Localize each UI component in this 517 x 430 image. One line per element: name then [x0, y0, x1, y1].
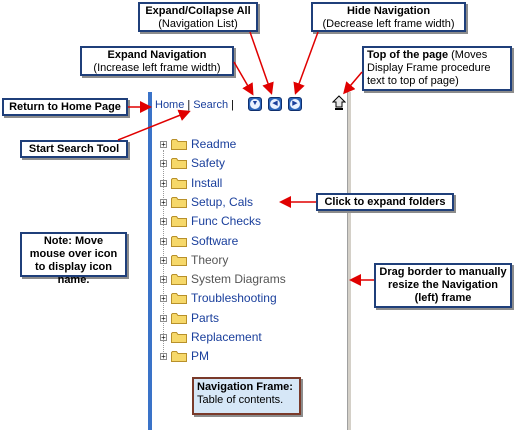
folder-icon — [171, 293, 187, 304]
chevron-left-icon: ◀ — [270, 99, 280, 109]
tree-folder-label[interactable]: Parts — [191, 311, 220, 325]
folder-icon — [171, 332, 187, 343]
callout-title: Top of the page — [367, 49, 449, 61]
callout-title: Start Search Tool — [28, 143, 120, 155]
folder-icon — [171, 255, 187, 266]
folder-icon — [171, 197, 187, 208]
tree-folder-label[interactable]: System Diagrams — [191, 272, 286, 286]
callout-expand-collapse-all: Expand/Collapse All (Navigation List) — [138, 2, 258, 32]
plus-icon[interactable]: + — [160, 158, 167, 168]
tree-folder-label[interactable]: Safety — [191, 156, 226, 170]
callout-return-home: Return to Home Page — [2, 98, 128, 116]
callout-search-tool: Start Search Tool — [20, 140, 128, 158]
search-link[interactable]: Search — [193, 99, 229, 111]
tree-folder-item[interactable]: + Parts — [160, 310, 219, 326]
toolbar-separator: | — [187, 99, 191, 111]
plus-icon[interactable]: + — [160, 332, 167, 342]
folder-icon — [171, 274, 187, 285]
callout-title: Expand Navigation — [107, 49, 207, 61]
tree-folder-label[interactable]: Replacement — [191, 330, 262, 344]
plus-icon[interactable]: + — [160, 293, 167, 303]
tree-folder-label[interactable]: Software — [191, 234, 239, 248]
tree-folder-label[interactable]: Theory — [191, 253, 229, 267]
tree-folder-label[interactable]: Install — [191, 176, 223, 190]
folder-icon — [171, 313, 187, 324]
tree-folder-label[interactable]: Func Checks — [191, 214, 262, 228]
arrow-top-of-page — [343, 71, 363, 95]
plus-icon[interactable]: + — [160, 178, 167, 188]
callout-title: Drag border to manually resize the Navig… — [379, 266, 507, 304]
plus-icon[interactable]: + — [160, 255, 167, 265]
frame-left-border — [148, 92, 152, 430]
callout-title: Return to Home Page — [9, 101, 121, 113]
folder-icon — [171, 139, 187, 150]
plus-icon[interactable]: + — [160, 313, 167, 323]
frame-resize-border[interactable] — [347, 92, 351, 430]
arrow-expand-collapse — [249, 31, 274, 95]
tree-folder-label[interactable]: PM — [191, 349, 209, 363]
callout-note: Note: Move mouse over icon to display ic… — [20, 232, 127, 286]
tree-folder-item[interactable]: + Readme — [160, 136, 236, 152]
callout-title: Expand/Collapse All — [145, 5, 251, 17]
top-of-page-button[interactable] — [332, 95, 346, 111]
tree-folder-label[interactable]: Troubleshooting — [191, 291, 277, 305]
callout-subtitle: (Navigation List) — [158, 18, 238, 30]
home-up-icon — [332, 95, 346, 110]
tree-folder-item[interactable]: + Func Checks — [160, 213, 261, 229]
hide-navigation-button[interactable]: ▶ — [288, 97, 302, 111]
callout-subtitle: (Moves Display Frame procedure text to t… — [367, 49, 491, 87]
tree-folder-item[interactable]: + PM — [160, 348, 209, 364]
folder-icon — [171, 351, 187, 362]
navigation-frame-callout: Navigation Frame: Table of contents. — [192, 377, 301, 415]
folder-icon — [171, 158, 187, 169]
tree-connector-line — [163, 150, 164, 360]
plus-icon[interactable]: + — [160, 197, 167, 207]
callout-hide-navigation: Hide Navigation (Decrease left frame wid… — [311, 2, 466, 32]
tree-folder-item[interactable]: + Install — [160, 175, 222, 191]
tree-folder-item[interactable]: + Replacement — [160, 329, 262, 345]
chevron-down-icon: ▼ — [250, 99, 260, 109]
collapse-navigation-button[interactable]: ◀ — [268, 97, 282, 111]
callout-title: Hide Navigation — [346, 5, 431, 17]
callout-top-of-page: Top of the page (Moves Display Frame pro… — [362, 46, 512, 91]
callout-expand-navigation: Expand Navigation (Increase left frame w… — [80, 46, 234, 76]
tree-folder-label[interactable]: Setup, Cals — [191, 195, 254, 209]
plus-icon[interactable]: + — [160, 274, 167, 284]
plus-icon[interactable]: + — [160, 236, 167, 246]
arrow-search-tool — [117, 109, 191, 141]
callout-title: Navigation Frame: — [197, 381, 293, 393]
callout-drag-border: Drag border to manually resize the Navig… — [374, 263, 512, 308]
tree-folder-item[interactable]: + Setup, Cals — [160, 194, 253, 210]
tree-folder-item[interactable]: + System Diagrams — [160, 271, 286, 287]
arrow-expand-navigation — [233, 61, 254, 96]
plus-icon[interactable]: + — [160, 351, 167, 361]
folder-icon — [171, 216, 187, 227]
expand-navigation-button[interactable]: ▼ — [248, 97, 262, 111]
chevron-right-icon: ▶ — [290, 99, 300, 109]
tree-folder-item[interactable]: + Theory — [160, 252, 228, 268]
callout-expand-folders: Click to expand folders — [316, 193, 454, 211]
nav-toolbar: Home | Search | — [155, 96, 237, 114]
callout-subtitle: (Increase left frame width) — [93, 62, 221, 74]
folder-icon — [171, 178, 187, 189]
toolbar-separator: | — [231, 99, 234, 111]
callout-subtitle: Table of contents. — [197, 394, 284, 406]
folder-icon — [171, 236, 187, 247]
arrow-hide-navigation — [293, 31, 319, 95]
tree-folder-label[interactable]: Readme — [191, 137, 237, 151]
plus-icon[interactable]: + — [160, 216, 167, 226]
tree-folder-item[interactable]: + Software — [160, 233, 238, 249]
tree-folder-item[interactable]: + Troubleshooting — [160, 290, 277, 306]
tree-folder-item[interactable]: + Safety — [160, 155, 225, 171]
home-link[interactable]: Home — [155, 99, 185, 111]
callout-title: Click to expand folders — [324, 196, 446, 208]
callout-subtitle: (Decrease left frame width) — [322, 18, 455, 30]
callout-title: Note: Move mouse over icon to display ic… — [29, 235, 118, 286]
plus-icon[interactable]: + — [160, 139, 167, 149]
